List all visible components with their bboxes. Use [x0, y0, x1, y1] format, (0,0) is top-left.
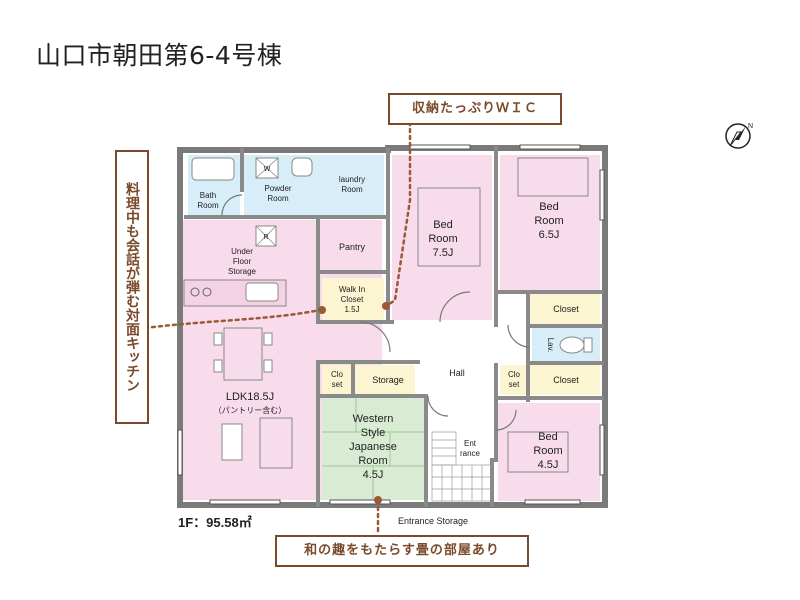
clo-set-b-label-1: Clo [508, 370, 521, 379]
clo-set-a [322, 365, 352, 395]
hall-label: Hall [449, 368, 465, 378]
entrance-label-2: rance [460, 449, 481, 458]
clo-set-b-label-2: set [509, 380, 520, 389]
japanese-label-1: Western [353, 413, 394, 425]
closet-a-label: Closet [553, 304, 579, 314]
pantry-room [320, 222, 382, 270]
under-floor-label-3: Storage [228, 267, 257, 276]
wic-label-3: 1.5J [344, 305, 359, 314]
bath-label-2: Room [197, 201, 219, 210]
pantry-label: Pantry [339, 242, 366, 252]
japanese-label-4: Room [358, 455, 387, 467]
laundry-label-1: laundry [339, 175, 365, 184]
powder-label-1: Powder [264, 184, 291, 193]
bed3-label-1: Bed [538, 431, 558, 443]
bed3-label-3: 4.5J [538, 459, 559, 471]
entrance-label-1: Ent [464, 439, 477, 448]
japanese-label-5: 4.5J [363, 469, 384, 481]
walk-in-closet [322, 278, 384, 320]
lav-label: Lav. [546, 338, 555, 353]
bed2-label-2: Room [534, 215, 563, 227]
floor-area: 1F：95.58㎡ [178, 515, 252, 530]
bath-label-1: Bath [200, 191, 216, 200]
powder-label-2: Room [267, 194, 289, 203]
w-mark: W [264, 166, 271, 173]
bed1-label-1: Bed [433, 219, 453, 231]
r-mark: R [263, 234, 268, 241]
ldk-sub-label: （パントリー含む） [214, 405, 286, 415]
under-floor-label-1: Under [231, 247, 253, 256]
clo-set-a-label-2: set [332, 380, 343, 389]
page-title: 山口市朝田第6-4号棟 [36, 41, 283, 70]
closet-b [530, 365, 600, 395]
clo-set-a-label-1: Clo [331, 370, 344, 379]
laundry-label-2: Room [341, 185, 363, 194]
compass-letter: N [748, 123, 753, 130]
under-floor-label-2: Floor [233, 257, 252, 266]
callout-kitchen: 料理中も会話が弾む対面キッチン [115, 150, 149, 424]
japanese-label-2: Style [361, 427, 385, 439]
japanese-label-3: Japanese [349, 441, 397, 453]
storage [355, 365, 415, 395]
closet-a [530, 290, 600, 325]
ldk-label: LDK18.5J [226, 391, 274, 403]
bed1-label-3: 7.5J [433, 247, 454, 259]
bed2-label-1: Bed [539, 201, 559, 213]
wic-label-2: Closet [341, 295, 364, 304]
bed1-label-2: Room [428, 233, 457, 245]
callout-wic: 収納たっぷりＷＩＣ [388, 93, 562, 125]
bed3-label-2: Room [533, 445, 562, 457]
entrance-storage-label: Entrance Storage [398, 516, 469, 526]
clo-set-b [500, 365, 528, 395]
storage-label: Storage [372, 375, 404, 385]
callout-tatami: 和の趣をもたらす畳の部屋あり [275, 535, 529, 567]
bed2-label-3: 6.5J [539, 229, 560, 241]
compass-icon: N [725, 123, 753, 149]
wic-label-1: Walk In [339, 285, 365, 294]
laundry-room [314, 155, 384, 215]
closet-b-label: Closet [553, 375, 579, 385]
